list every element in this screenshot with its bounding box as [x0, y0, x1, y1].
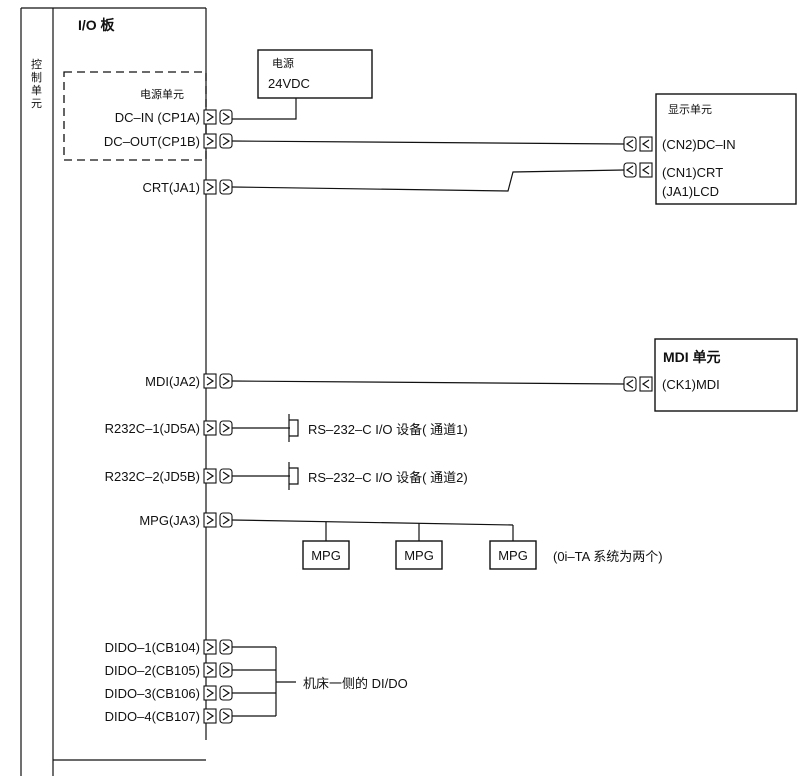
rs232-device-ch2: RS–232–C I/O 设备( 通道2)	[232, 462, 468, 490]
mpg-group: MPG MPG MPG (0i–TA 系统为两个)	[231, 519, 663, 570]
connector-r232c-2	[203, 468, 233, 484]
power-unit-title: 电源单元	[140, 87, 184, 101]
port-label-r232c-1: R232C–1(JD5A)	[105, 421, 200, 436]
connector-r232c-1	[203, 420, 233, 436]
io-port-labels: DC–IN (CP1A) DC–OUT(CP1B) CRT(JA1) MDI(J…	[104, 110, 200, 724]
mpg-box-1	[302, 540, 350, 570]
mpg-label-3: MPG	[498, 548, 528, 563]
connector-crt	[203, 179, 233, 195]
display-unit-dc-in: (CN2)DC–IN	[662, 137, 736, 152]
connector-dido-2	[203, 662, 233, 678]
dido-group: 机床一侧的 DI/DO	[232, 646, 408, 717]
wire-crt-to-cn1	[231, 169, 625, 192]
connector-cn1	[623, 162, 653, 178]
display-unit-box	[655, 93, 797, 205]
port-label-dido-4: DIDO–4(CB107)	[105, 709, 200, 724]
io-connectors	[203, 109, 233, 724]
wire-dc-out-to-cn2	[231, 140, 625, 145]
mpg-note: (0i–TA 系统为两个)	[553, 549, 663, 564]
port-label-mdi: MDI(JA2)	[145, 374, 200, 389]
power-supply-line2: 24VDC	[268, 76, 310, 91]
rs232-plug-ch2-icon	[288, 462, 299, 490]
connector-dido-1	[203, 639, 233, 655]
port-label-dc-in: DC–IN (CP1A)	[115, 110, 200, 125]
port-label-dido-1: DIDO–1(CB104)	[105, 640, 200, 655]
port-label-crt: CRT(JA1)	[142, 180, 200, 195]
mpg-label-2: MPG	[404, 548, 434, 563]
control-unit: 控 制 单 元	[20, 7, 54, 776]
rs232-device-ch1: RS–232–C I/O 设备( 通道1)	[232, 414, 468, 442]
port-label-dido-2: DIDO–2(CB105)	[105, 663, 200, 678]
mpg-box-3	[489, 540, 537, 570]
port-label-mpg: MPG(JA3)	[139, 513, 200, 528]
connector-mdi	[203, 373, 233, 389]
wire-mdi-to-ck1	[231, 380, 625, 385]
port-label-dido-3: DIDO–3(CB106)	[105, 686, 200, 701]
mpg-label-1: MPG	[311, 548, 341, 563]
mdi-unit-port: (CK1)MDI	[662, 377, 720, 392]
power-supply: 电源 24VDC	[230, 49, 373, 120]
control-unit-char-4: 元	[31, 98, 42, 110]
mpg-box-2	[395, 540, 443, 570]
mdi-unit-title: MDI 单元	[663, 349, 721, 365]
rs232-device-ch1-label: RS–232–C I/O 设备( 通道1)	[308, 422, 468, 437]
power-supply-line1: 电源	[272, 56, 294, 70]
mdi-unit-box	[654, 338, 798, 412]
power-supply-box	[257, 49, 373, 99]
connector-ck1	[623, 376, 653, 392]
display-unit-lcd: (JA1)LCD	[662, 184, 719, 199]
display-unit-title: 显示单元	[668, 103, 712, 116]
wire-mpg-bus	[231, 519, 514, 526]
connector-dc-in	[203, 109, 233, 125]
connector-dido-3	[203, 685, 233, 701]
io-board-title: I/O 板	[78, 17, 116, 33]
port-label-dc-out: DC–OUT(CP1B)	[104, 134, 200, 149]
connector-mpg	[203, 512, 233, 528]
control-unit-char-1: 控	[31, 57, 42, 71]
connector-dc-out	[203, 133, 233, 149]
machine-dido-label: 机床一侧的 DI/DO	[303, 676, 408, 691]
connector-cn2	[623, 136, 653, 152]
rs232-plug-ch1-icon	[288, 414, 299, 442]
connector-dido-4	[203, 708, 233, 724]
control-unit-char-3: 单	[31, 84, 42, 97]
display-unit: 显示单元 (CN2)DC–IN (CN1)CRT (JA1)LCD	[623, 93, 797, 205]
display-unit-crt: (CN1)CRT	[662, 165, 723, 180]
mdi-unit: MDI 单元 (CK1)MDI	[623, 338, 798, 412]
port-label-r232c-2: R232C–2(JD5B)	[105, 469, 200, 484]
power-supply-wire	[230, 98, 297, 120]
rs232-device-ch2-label: RS–232–C I/O 设备( 通道2)	[308, 470, 468, 485]
control-unit-char-2: 制	[31, 71, 42, 84]
